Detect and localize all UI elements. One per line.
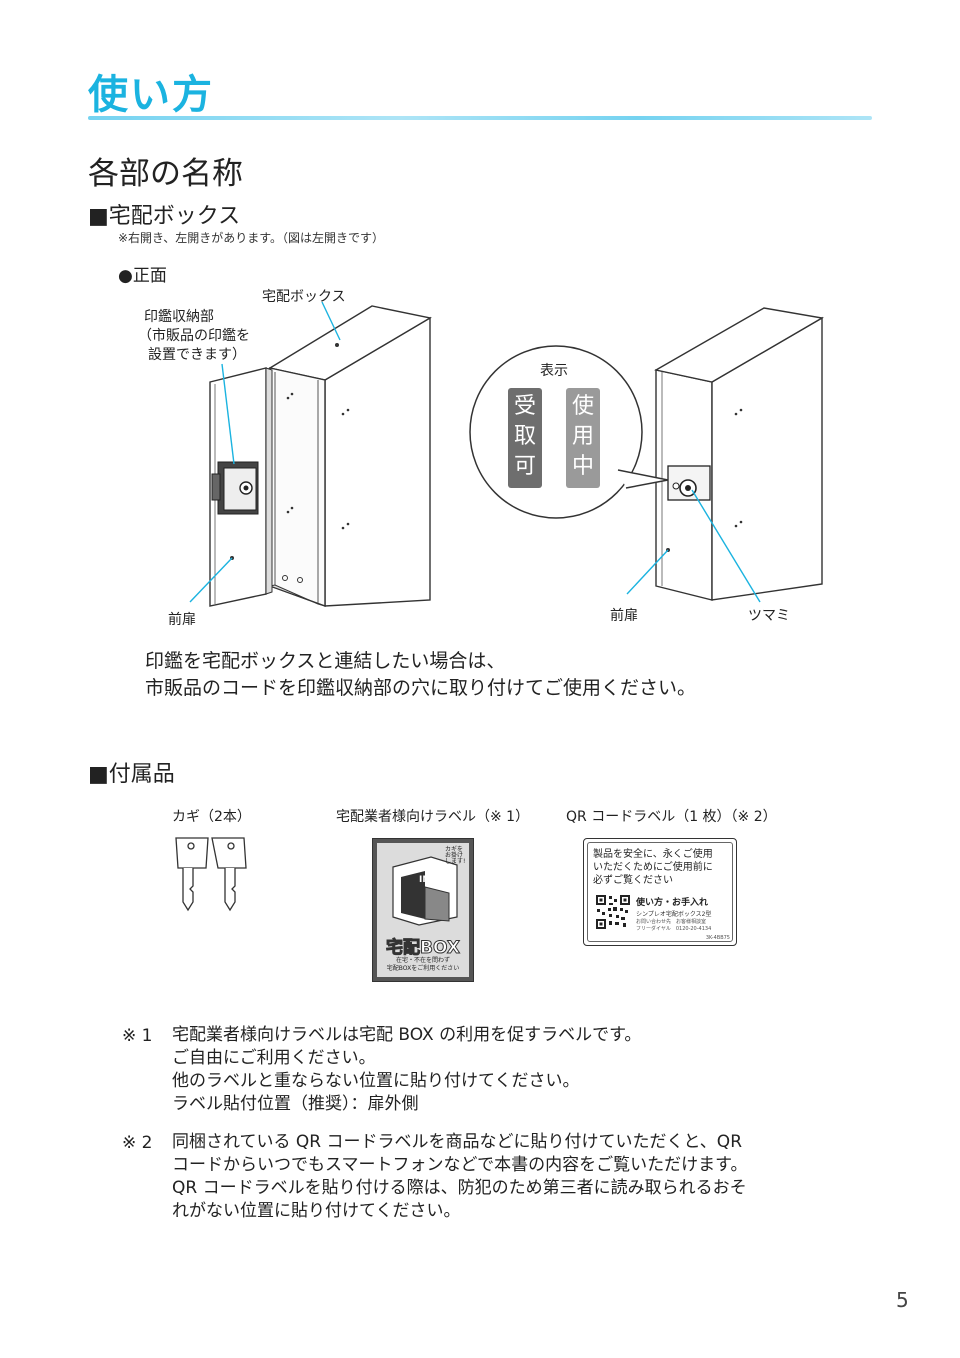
- indicator-in-use: 使用中: [571, 394, 594, 479]
- note-2-line: 同梱されている QR コードラベルを商品などに貼り付けていただくと、QR: [172, 1132, 743, 1152]
- title-underline: [88, 116, 872, 120]
- carrier-line-2: 宅配BOXをご利用ください: [386, 965, 460, 972]
- body-text-2: 市販品のコードを印鑑収納部の穴に取り付けてご使用ください。: [145, 677, 697, 699]
- qr-line-1: 製品を安全に、永くご使用: [593, 849, 713, 860]
- qr-bold: 使い方・お手入れ: [636, 898, 709, 908]
- indicator-available: 受取可: [513, 394, 536, 479]
- carrier-line-1: 在宅・不在を問わず: [395, 957, 450, 964]
- lock-text: カギを お掛け します!: [445, 846, 466, 865]
- body-text-1: 印鑑を宅配ボックスと連結したい場合は、: [145, 650, 506, 672]
- qr-code-icon: [596, 895, 630, 929]
- note-2-mark: ※ 2: [122, 1133, 153, 1153]
- qr-contact-2: フリーダイヤル 0120-20-4134: [636, 926, 712, 932]
- qr-contact-1: お問い合わせ先 お客様相談室: [636, 919, 707, 925]
- qr-label-title: QR コードラベル（1 枚）（※ 2）: [566, 809, 777, 825]
- label-takuhai-box: 宅配ボックス: [262, 289, 346, 305]
- carrier-logo: 宅配BOX: [386, 938, 461, 959]
- label-inkan-3: 設置できます）: [148, 347, 246, 363]
- qr-label-card: 製品を安全に、永くご使用 いただくためにご使用前に 必ずご覧ください 使い方・お…: [583, 838, 737, 946]
- box-note: ※右開き、左開きがあります。（図は左開きです）: [118, 231, 385, 245]
- label-front-door-right: 前扉: [610, 608, 638, 624]
- accessories-heading: ■付属品: [88, 762, 175, 787]
- note-1-line: ラベル貼付位置（推奨）：扉外側: [172, 1094, 419, 1114]
- note-1-line: 宅配業者様向けラベルは宅配 BOX の利用を促すラベルです。: [172, 1025, 642, 1045]
- box-heading: ■宅配ボックス: [88, 204, 241, 229]
- carrier-label-title: 宅配業者様向けラベル（※ 1）: [336, 809, 530, 825]
- in-text: IN: [419, 875, 430, 885]
- note-2: 同梱されている QR コードラベルを商品などに貼り付けていただくと、QR コード…: [172, 1131, 747, 1223]
- keys-label: カギ（2本）: [172, 809, 251, 825]
- box-in-icon: [392, 856, 458, 926]
- qr-code-number: 3K-4BB75: [705, 935, 730, 941]
- front-view-label: ●正面: [118, 266, 167, 286]
- note-2-line: コードからいつでもスマートフォンなどで本書の内容をご覧いただけます。: [172, 1155, 748, 1175]
- label-knob: ツマミ: [748, 608, 790, 624]
- note-1-line: 他のラベルと重ならない位置に貼り付けてください。: [172, 1071, 580, 1091]
- note-2-line: れがない位置に貼り付けてください。: [172, 1201, 461, 1221]
- note-1-mark: ※ 1: [122, 1026, 153, 1046]
- note-2-line: QR コードラベルを貼り付ける際は、防犯のため第三者に読み取られるおそ: [172, 1178, 747, 1198]
- qr-line-2: いただくためにご使用前に: [593, 862, 713, 873]
- label-display: 表示: [540, 363, 568, 379]
- page-number: 5: [896, 1288, 909, 1312]
- page-title: 使い方: [88, 72, 214, 118]
- note-1: 宅配業者様向けラベルは宅配 BOX の利用を促すラベルです。 ご自由にご利用くだ…: [172, 1024, 641, 1116]
- carrier-label-card: カギを お掛け します! IN 宅配BOX 在宅・不在を問わず 宅配BOXをご利…: [372, 838, 474, 982]
- label-inkan-1: 印鑑収納部: [144, 309, 214, 325]
- label-inkan-2: （市販品の印鑑を: [138, 328, 250, 344]
- qr-line-3: 必ずご覧ください: [593, 875, 673, 886]
- note-1-line: ご自由にご利用ください。: [172, 1048, 376, 1068]
- section-title: 各部の名称: [88, 156, 243, 192]
- qr-product: シンプレオ宅配ボックス2型: [636, 911, 712, 918]
- label-front-door-left: 前扉: [168, 612, 196, 628]
